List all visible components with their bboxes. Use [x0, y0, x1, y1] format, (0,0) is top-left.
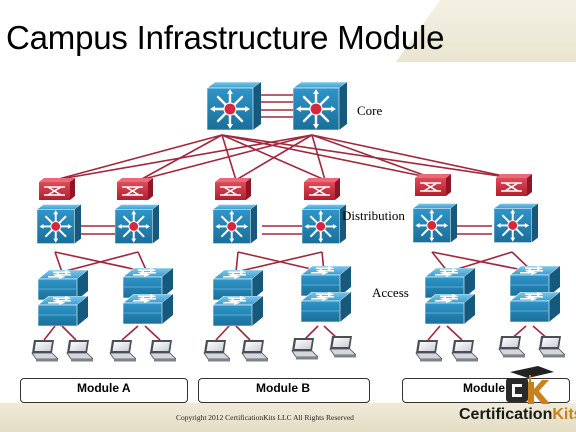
- laptop: [203, 340, 230, 362]
- core-switch: [207, 82, 261, 130]
- laptop: [498, 336, 525, 358]
- laptop: [149, 340, 176, 362]
- distribution-switch: [115, 178, 159, 245]
- access-switch: [510, 266, 560, 322]
- laptop: [109, 340, 136, 362]
- laptop: [291, 338, 318, 360]
- brand-name-part1: Certification: [459, 406, 553, 423]
- page-title: Campus Infrastructure Module: [6, 19, 445, 56]
- laptop: [415, 340, 442, 362]
- laptop: [451, 340, 478, 362]
- core-switch: [293, 82, 347, 130]
- module-label: Module: [463, 381, 505, 395]
- laptop: [538, 336, 565, 358]
- brand-name: CertificationKits: [459, 406, 576, 424]
- access-switch: [213, 270, 263, 326]
- brand-name-part2: Kits: [552, 406, 576, 423]
- laptop: [66, 340, 93, 362]
- distribution-switch: [37, 178, 81, 245]
- laptop: [241, 340, 268, 362]
- distribution-switch: [302, 178, 346, 245]
- distribution-switch: [413, 174, 457, 244]
- distribution-switch: [213, 178, 257, 245]
- copyright-text: Copyright 2012 CertificationKits LLC All…: [176, 413, 354, 422]
- module-label: Module B: [256, 381, 310, 395]
- tier-label-access: Access: [372, 285, 409, 300]
- tier-label-distribution: Distribution: [342, 208, 405, 223]
- title-banner: Campus Infrastructure Module: [0, 0, 576, 62]
- access-switch: [301, 266, 351, 322]
- certificationkits-logo-icon: [506, 366, 554, 404]
- distribution-switch: [494, 174, 538, 244]
- tier-label-core: Core: [357, 103, 383, 118]
- laptop: [329, 336, 356, 358]
- network-links: [43, 94, 550, 341]
- access-switch: [38, 270, 88, 326]
- module-box: [198, 378, 370, 403]
- footer-bar: [0, 403, 576, 432]
- laptop: [31, 340, 58, 362]
- access-switch: [123, 268, 173, 324]
- access-switch: [425, 268, 475, 324]
- module-box: [20, 378, 188, 403]
- module-label: Module A: [77, 381, 131, 395]
